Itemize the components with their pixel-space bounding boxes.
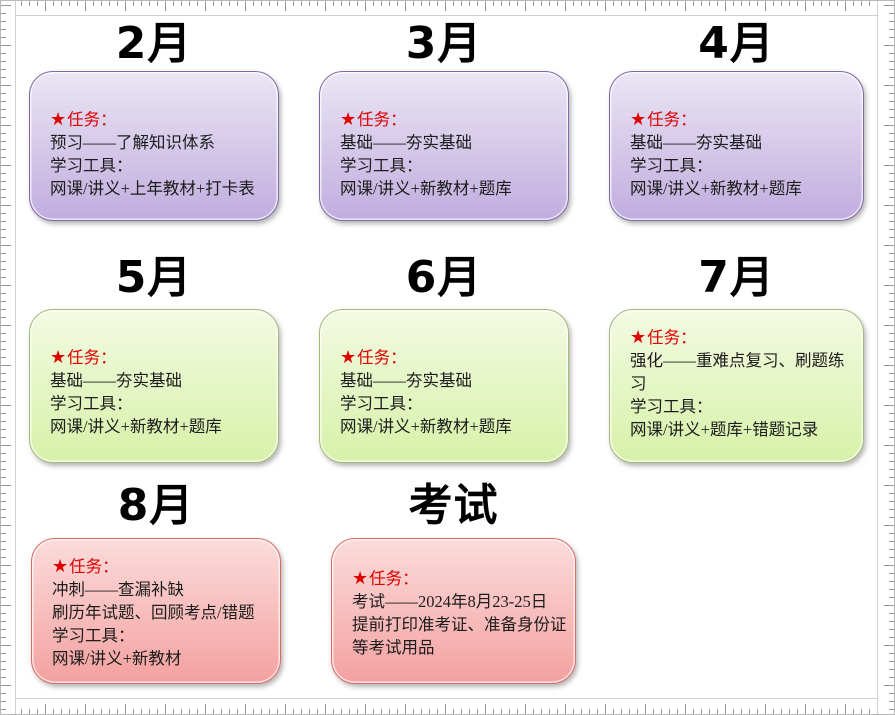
task-text-line: 冲刺——查漏补缺 xyxy=(52,580,184,599)
month-title: 2月 xyxy=(115,18,193,69)
star-icon: ★ xyxy=(340,109,357,129)
task-heading: ★任务： xyxy=(340,346,560,369)
ruler-right xyxy=(877,1,894,714)
task-text-line: 提前打印准考证、准备身份证等考试用品 xyxy=(352,615,567,657)
month-title: 3月 xyxy=(405,18,483,69)
month-title: 8月 xyxy=(117,480,195,531)
task-text-line: 学习工具： xyxy=(340,394,423,413)
task-card: ★任务： 强化——重难点复习、刷题练习学习工具： 网课/讲义+题库+错题记录 xyxy=(609,309,864,463)
task-card: ★任务： 基础——夯实基础学习工具： 网课/讲义+新教材+题库 xyxy=(319,309,569,463)
month-title: 6月 xyxy=(405,252,483,303)
star-icon: ★ xyxy=(630,109,647,129)
task-heading: ★任务： xyxy=(352,567,567,590)
task-card: ★任务： 基础——夯实基础学习工具： 网课/讲义+新教材+题库 xyxy=(609,71,864,221)
task-text-line: 网课/讲义+新教材+题库 xyxy=(630,179,802,198)
task-text-line: 学习工具： xyxy=(52,626,135,645)
task-text-line: 学习工具： xyxy=(50,394,133,413)
task-label: 任务： xyxy=(647,110,697,129)
star-icon: ★ xyxy=(52,556,69,576)
star-icon: ★ xyxy=(50,347,67,367)
task-heading: ★任务： xyxy=(630,326,855,349)
month-cell: 8月 ★任务： 冲刺——查漏补缺刷历年试题、回顾考点/错题学习工具： 网课/讲义+… xyxy=(31,483,281,684)
task-text-line: 学习工具： xyxy=(630,156,713,175)
task-text-line: 基础——夯实基础 xyxy=(630,133,762,152)
month-cell: 6月 ★任务： 基础——夯实基础学习工具： 网课/讲义+新教材+题库 xyxy=(319,255,569,463)
task-label: 任务： xyxy=(69,557,119,576)
task-label: 任务： xyxy=(369,569,419,588)
month-cell: 5月 ★任务： 基础——夯实基础学习工具： 网课/讲义+新教材+题库 xyxy=(29,255,279,463)
month-title: 7月 xyxy=(698,252,775,303)
task-text-line: 网课/讲义+上年教材+打卡表 xyxy=(50,179,255,198)
task-heading: ★任务： xyxy=(340,108,560,131)
task-heading: ★任务： xyxy=(630,108,855,131)
task-text-line: 学习工具： xyxy=(50,156,133,175)
task-card: ★任务： 基础——夯实基础学习工具： 网课/讲义+新教材+题库 xyxy=(29,309,279,463)
ruler-top xyxy=(1,1,894,16)
month-cell: 考试 ★任务： 考试——2024年8月23-25日提前打印准考证、准备身份证等考… xyxy=(331,483,576,684)
task-card: ★任务： 预习——了解知识体系学习工具： 网课/讲义+上年教材+打卡表 xyxy=(29,71,279,221)
task-text-line: 网课/讲义+新教材+题库 xyxy=(340,417,512,436)
task-text-line: 强化——重难点复习、刷题练习 xyxy=(630,351,845,393)
task-text-line: 预习——了解知识体系 xyxy=(50,133,215,152)
task-card: ★任务： 基础——夯实基础学习工具： 网课/讲义+新教材+题库 xyxy=(319,71,569,221)
task-text-line: 学习工具： xyxy=(630,397,713,416)
task-label: 任务： xyxy=(357,348,407,367)
task-heading: ★任务： xyxy=(52,555,272,578)
task-text-line: 基础——夯实基础 xyxy=(340,133,472,152)
task-card: ★任务： 冲刺——查漏补缺刷历年试题、回顾考点/错题学习工具： 网课/讲义+新教材 xyxy=(31,538,281,684)
task-text-line: 网课/讲义+新教材+题库 xyxy=(340,179,512,198)
month-cell: 2月 ★任务： 预习——了解知识体系学习工具： 网课/讲义+上年教材+打卡表 xyxy=(29,21,279,221)
star-icon: ★ xyxy=(340,347,357,367)
task-text-line: 网课/讲义+新教材+题库 xyxy=(50,417,222,436)
task-card: ★任务： 考试——2024年8月23-25日提前打印准考证、准备身份证等考试用品 xyxy=(331,538,576,684)
star-icon: ★ xyxy=(630,327,647,347)
month-cell: 4月 ★任务： 基础——夯实基础学习工具： 网课/讲义+新教材+题库 xyxy=(609,21,864,221)
task-text-line: 刷历年试题、回顾考点/错题 xyxy=(52,603,255,622)
star-icon: ★ xyxy=(352,568,369,588)
task-label: 任务： xyxy=(67,110,117,129)
ruler-bottom xyxy=(1,698,894,714)
star-icon: ★ xyxy=(50,109,67,129)
task-label: 任务： xyxy=(67,348,117,367)
ruler-left xyxy=(1,1,16,714)
month-title: 考试 xyxy=(408,480,499,531)
task-text-line: 学习工具： xyxy=(340,156,423,175)
month-title: 5月 xyxy=(115,252,193,303)
task-heading: ★任务： xyxy=(50,108,270,131)
task-label: 任务： xyxy=(357,110,407,129)
task-text-line: 考试——2024年8月23-25日 xyxy=(352,592,548,611)
task-text-line: 网课/讲义+题库+错题记录 xyxy=(630,420,819,439)
month-cell: 3月 ★任务： 基础——夯实基础学习工具： 网课/讲义+新教材+题库 xyxy=(319,21,569,221)
month-title: 4月 xyxy=(698,18,775,69)
task-text-line: 基础——夯实基础 xyxy=(340,371,472,390)
task-label: 任务： xyxy=(647,328,697,347)
month-cell: 7月 ★任务： 强化——重难点复习、刷题练习学习工具： 网课/讲义+题库+错题记录 xyxy=(609,255,864,463)
task-heading: ★任务： xyxy=(50,346,270,369)
task-text-line: 网课/讲义+新教材 xyxy=(52,649,182,668)
task-text-line: 基础——夯实基础 xyxy=(50,371,182,390)
